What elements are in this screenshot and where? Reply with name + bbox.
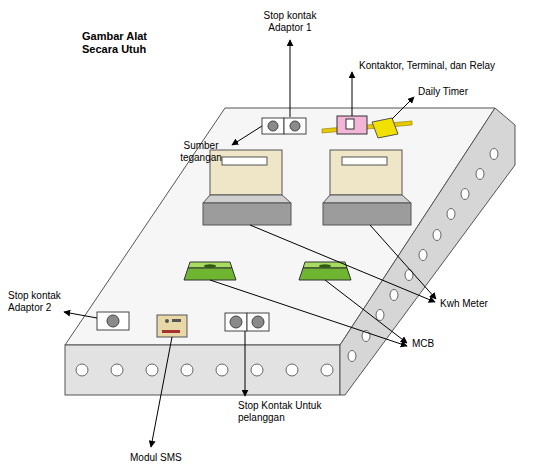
part-label: Daily Timer <box>418 86 498 98</box>
part-label: Sumber tegangan <box>172 140 230 164</box>
figure-title: Gambar Alat Secara Utuh <box>82 30 182 56</box>
contactor-timer <box>322 116 412 138</box>
board <box>65 108 515 395</box>
double-socket <box>262 118 306 134</box>
mcb <box>184 262 236 280</box>
sms-module <box>157 315 187 337</box>
part-label: Modul SMS <box>130 452 210 464</box>
leader-lines <box>64 40 436 447</box>
single-socket <box>97 312 129 330</box>
mcb <box>299 262 351 280</box>
part-label: Stop kontak Adaptor 2 <box>8 290 78 314</box>
part-label: MCB <box>412 338 472 350</box>
double-socket <box>225 313 269 331</box>
kwh-meter <box>323 150 411 225</box>
part-label: Stop Kontak Untuk pelanggan <box>238 400 324 424</box>
part-label: Kwh Meter <box>440 298 520 310</box>
part-label: Stop kontak Adaptor 1 <box>255 10 325 34</box>
part-label: Kontaktor, Terminal, dan Relay <box>359 60 529 72</box>
